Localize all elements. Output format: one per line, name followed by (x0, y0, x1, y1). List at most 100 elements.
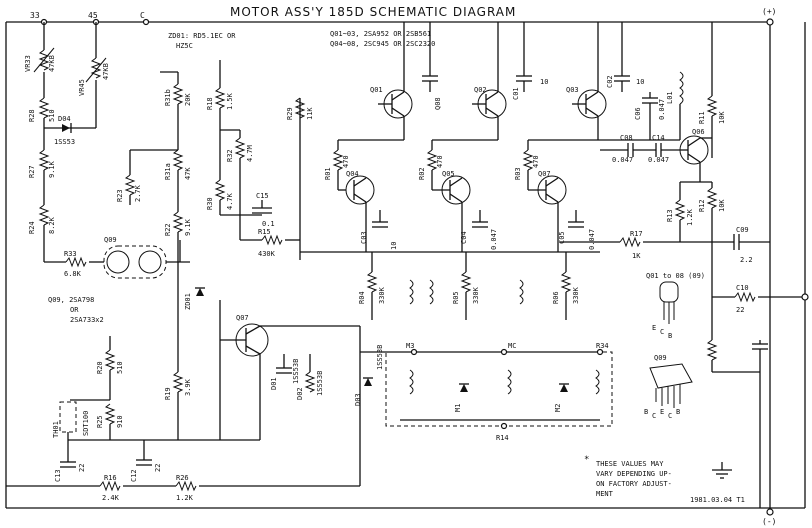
r03-value: 470 (532, 155, 540, 168)
r01-resistor (332, 149, 344, 171)
c13-ref: C13 (54, 469, 62, 482)
th01-thermistor (59, 401, 77, 433)
c08-value: 0.047 (658, 99, 666, 120)
mc-label: R14 (496, 434, 509, 442)
r12-resistor (706, 187, 718, 209)
q09-package (103, 245, 167, 279)
q08-transistor: Q07 (220, 314, 269, 357)
r25-value: 910 (116, 415, 124, 428)
r04-value: 330K (378, 286, 386, 304)
r28-ref: R28 (28, 109, 36, 122)
r24-ref: R24 (28, 221, 36, 234)
r28-value: 510 (48, 109, 56, 122)
c03-value: 10 (636, 78, 644, 86)
pin-c1: C (652, 412, 656, 420)
r33-resistor (65, 256, 87, 268)
star-note-1: THESE VALUES MAY (596, 460, 664, 468)
r14-resistor (706, 339, 718, 361)
r03-resistor (522, 149, 534, 171)
r23-ref: R23 (116, 189, 124, 202)
c04-ref: C03 (360, 231, 368, 244)
r21-ref: R19 (164, 387, 172, 400)
diagram-title: MOTOR ASS'Y 185D SCHEMATIC DIAGRAM (230, 5, 516, 19)
c13-value: 22 (78, 464, 86, 472)
c07-value: 0.047 (648, 156, 669, 164)
r23-resistor (124, 174, 136, 196)
motor-windings-box (385, 351, 613, 427)
r16-value: 2.4K (102, 494, 120, 502)
pin-c2: C (668, 412, 672, 420)
vr45-resistor (90, 57, 102, 79)
r24-resistor (38, 204, 50, 226)
sip-package (649, 363, 693, 389)
c02-ref: C01 (512, 87, 520, 100)
c06-value: 0.047 (588, 229, 596, 250)
c08-ref: C06 (634, 107, 642, 120)
r23-value: 2.7K (134, 184, 142, 202)
zd01-zener (196, 288, 204, 296)
date-stamp: 1981.03.04 T1 (690, 496, 745, 504)
d01-diode (364, 378, 372, 386)
r25-ref: R25 (96, 415, 104, 428)
r31b-resistor (172, 83, 184, 105)
vr33-value: 47KB (48, 55, 56, 72)
r20-value: 510 (116, 361, 124, 374)
r27-ref: R27 (28, 165, 36, 178)
r30-ref: R30 (206, 197, 214, 210)
r06-ref: R06 (552, 291, 560, 304)
r29-resistor (294, 97, 306, 119)
star-note-4: MENT (596, 490, 614, 498)
q03-transistor: Q03 (566, 86, 607, 119)
r32-resistor (234, 137, 246, 159)
star-note-3: ON FACTORY ADJUST- (596, 480, 672, 488)
r19-value: 1SS53B (316, 371, 324, 396)
r20-ref: R20 (96, 361, 104, 374)
r15-ref: R15 (258, 228, 271, 236)
r29-value: 11K (306, 107, 314, 120)
sense-coil-1 (409, 279, 414, 305)
l01-inductor (679, 71, 684, 105)
d04-diode (62, 124, 70, 132)
r06-value: 330K (572, 286, 580, 304)
r12-ref: R12 (698, 199, 706, 212)
pin-c: C (660, 328, 664, 336)
c14-value: 0.047 (612, 156, 633, 164)
zd01-ref: ZD01 (184, 293, 192, 310)
pin-b2: B (676, 408, 680, 416)
c09-ref: C09 (736, 226, 749, 234)
d01-value: 1SS53B (376, 345, 384, 370)
q09-note-1: Q09, 2SA798 (48, 296, 94, 304)
zener-note-2: HZ5C (176, 42, 193, 50)
q05-ref: Q05 (442, 170, 455, 178)
winding-m3 (595, 369, 600, 395)
q09-ref: Q09 (104, 236, 117, 244)
pin-e1: E (660, 408, 664, 416)
d04-ref: D04 (58, 115, 71, 123)
r18-value: 1.5K (226, 92, 234, 110)
r31a-resistor (172, 149, 184, 171)
q08-ref: Q07 (236, 314, 249, 322)
r05-ref: R05 (452, 291, 460, 304)
r17-resistor (619, 236, 641, 248)
r18-ref: R18 (206, 97, 214, 110)
r22-value: 9.1K (184, 218, 192, 236)
terminal-33-label: 33 (30, 11, 40, 20)
r16-ref: R16 (104, 474, 117, 482)
negative-rail: (-) (5, 22, 809, 526)
c05-value: 0.047 (490, 229, 498, 250)
r31b-value: 20K (184, 93, 192, 106)
star-symbol: * (584, 455, 589, 465)
r17-ref: R17 (630, 230, 643, 238)
c11-ref: D01 (270, 377, 278, 390)
r33-value: 6.8K (64, 270, 82, 278)
r26-ref: R26 (176, 474, 189, 482)
r16-resistor (99, 480, 121, 492)
m3-label: R34 (596, 342, 609, 350)
r25-resistor (104, 403, 116, 425)
r18-resistor (214, 87, 226, 109)
r04-resistor (366, 271, 378, 293)
r13-ref: R13 (666, 209, 674, 222)
r24-value: 8.2K (48, 216, 56, 234)
r31a-ref: R31a (164, 163, 172, 180)
